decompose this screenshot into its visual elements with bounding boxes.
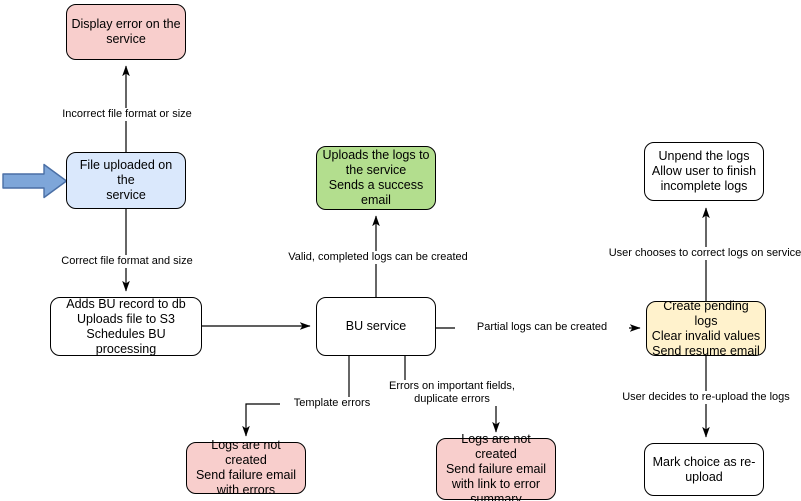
entry-block-arrow — [2, 163, 68, 199]
edge-label-partial-logs: Partial logs can be created — [455, 321, 629, 334]
node-create-pending-logs-label: Create pending logs Clear invalid values… — [651, 298, 761, 358]
node-adds-bu-record[interactable]: Adds BU record to db Uploads file to S3 … — [50, 297, 202, 356]
node-create-pending-logs[interactable]: Create pending logs Clear invalid values… — [646, 298, 766, 358]
node-file-uploaded[interactable]: File uploaded on the service — [66, 152, 186, 209]
node-uploads-logs-label: Uploads the logs to the service Sends a … — [322, 148, 430, 207]
edge-label-incorrect-format: Incorrect file format or size — [25, 108, 229, 121]
edge-label-valid-completed: Valid, completed logs can be created — [266, 251, 490, 264]
edge-label-correct-format: Correct file format and size — [25, 255, 229, 268]
node-logs-not-created-errors-label: Logs are not created Send failure email … — [195, 438, 297, 497]
edge-label-user-reupload: User decides to re-upload the logs — [607, 391, 801, 404]
node-mark-choice-reupload-label: Mark choice as re- upload — [652, 454, 756, 484]
node-logs-not-created-summary[interactable]: Logs are not created Send failure email … — [436, 432, 556, 501]
node-logs-not-created-summary-label: Logs are not created Send failure email … — [445, 431, 547, 501]
node-mark-choice-reupload[interactable]: Mark choice as re- upload — [644, 443, 764, 496]
node-adds-bu-record-label: Adds BU record to db Uploads file to S3 … — [66, 296, 186, 356]
node-file-uploaded-label: File uploaded on the service — [79, 158, 173, 202]
node-display-error[interactable]: Display error on the service — [66, 4, 186, 60]
edge-label-errors-important: Errors on important fields, duplicate er… — [375, 380, 529, 406]
node-unpend-logs[interactable]: Unpend the logs Allow user to finish inc… — [644, 142, 764, 201]
node-unpend-logs-label: Unpend the logs Allow user to finish inc… — [651, 149, 757, 193]
node-logs-not-created-errors[interactable]: Logs are not created Send failure email … — [186, 438, 306, 497]
node-bu-service-label: BU service — [345, 319, 407, 333]
node-bu-service[interactable]: BU service — [316, 297, 436, 356]
node-uploads-logs[interactable]: Uploads the logs to the service Sends a … — [316, 146, 436, 210]
node-display-error-label: Display error on the service — [71, 17, 181, 46]
edge-bu-service-to-template-errors — [242, 356, 350, 437]
edge-label-user-corrects: User chooses to correct logs on service — [588, 247, 801, 260]
edge-label-template-errors: Template errors — [280, 397, 384, 410]
